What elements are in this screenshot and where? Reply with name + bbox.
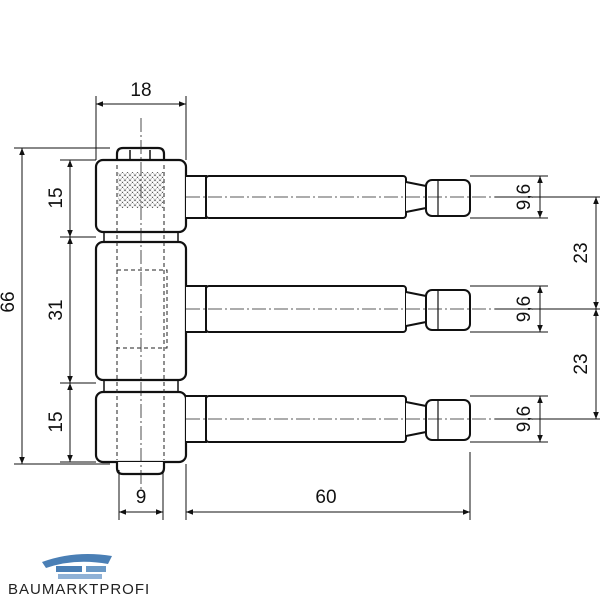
- brand-logo-icon: [42, 554, 112, 579]
- dim-upper-knuckle: 15: [46, 187, 67, 208]
- dim-pin-dia-top: 9,6: [514, 184, 535, 210]
- pin-centerlines: [186, 196, 495, 420]
- dimension-lines: [14, 96, 600, 520]
- dim-spacing-upper: 23: [571, 242, 592, 263]
- dim-top-width: 18: [130, 80, 151, 101]
- dim-total-height: 66: [0, 291, 19, 312]
- dimension-texts: 18 66 15 31 15 9 60 9,6 9,6 9,6 23 23: [0, 80, 592, 508]
- dim-pin-dia-mid: 9,6: [514, 296, 535, 322]
- dim-spacing-lower: 23: [571, 353, 592, 374]
- dim-pin-length: 60: [315, 487, 336, 508]
- dim-middle-knuckle: 31: [46, 299, 67, 320]
- bottom-cap: [115, 462, 166, 476]
- dim-pin-width: 9: [136, 487, 147, 508]
- dim-pin-dia-bottom: 9,6: [514, 406, 535, 432]
- brand-name: BAUMARKTPROFI: [8, 581, 151, 598]
- top-cap: [115, 146, 166, 160]
- dim-lower-knuckle: 15: [46, 411, 67, 432]
- hidden-bore: [116, 165, 168, 460]
